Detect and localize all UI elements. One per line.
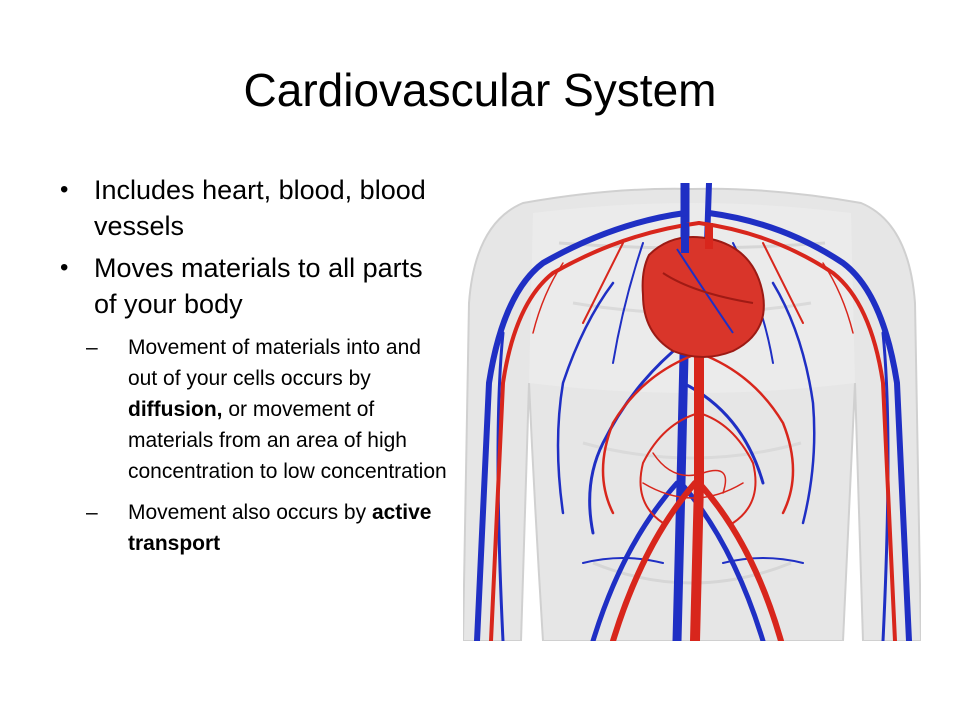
sub-bullet-text-post: or movement of materials from an area of…	[128, 398, 447, 483]
heart-icon	[641, 223, 765, 358]
dash-glyph: –	[86, 501, 98, 524]
sub-bullet-text-pre: Movement also occurs by	[128, 501, 372, 524]
level-1-list: • Includes heart, blood, blood vessels •…	[58, 172, 448, 559]
sub-bullet-item: – Movement also occurs by active transpo…	[86, 497, 448, 559]
bullet-item: • Moves materials to all parts of your b…	[58, 250, 448, 559]
bullet-text: Includes heart, blood, blood vessels	[94, 175, 426, 241]
veins	[474, 183, 912, 641]
sub-bullet-text-bold: active transport	[128, 501, 432, 555]
circulatory-system-illustration	[463, 183, 921, 641]
dash-glyph: –	[86, 336, 98, 359]
bullet-list: • Includes heart, blood, blood vessels •…	[58, 172, 448, 569]
sub-bullet-text: Movement also occurs by active transport	[128, 501, 431, 555]
bullet-text: Moves materials to all parts of your bod…	[94, 253, 423, 319]
bullet-glyph: •	[60, 176, 69, 203]
level-2-list: – Movement of materials into and out of …	[86, 332, 448, 559]
arteries	[489, 221, 897, 641]
sub-bullet-text: Movement of materials into and out of yo…	[128, 336, 447, 483]
bullet-glyph: •	[60, 254, 69, 281]
sub-bullet-text-bold: diffusion,	[128, 398, 223, 421]
sub-bullet-text-pre: Movement of materials into and out of yo…	[128, 336, 421, 390]
bullet-item: • Includes heart, blood, blood vessels	[58, 172, 448, 244]
slide-title: Cardiovascular System	[243, 64, 717, 116]
sub-bullet-item: – Movement of materials into and out of …	[86, 332, 448, 487]
